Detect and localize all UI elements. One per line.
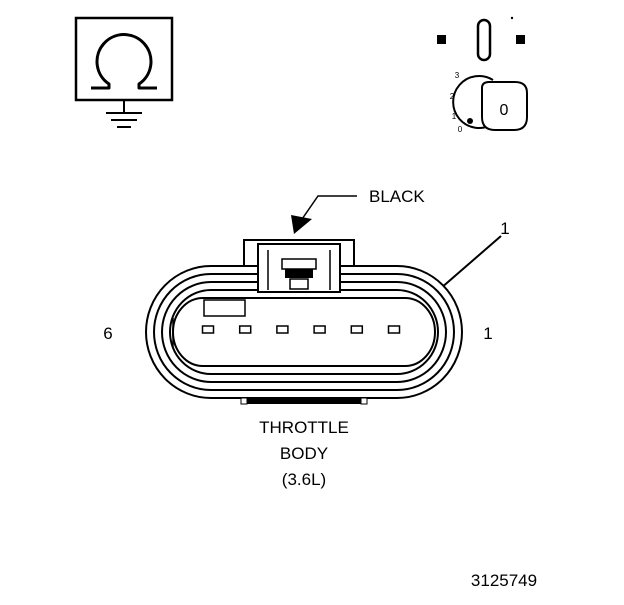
terminal-pin-3 bbox=[313, 325, 326, 334]
ohmmeter-symbol bbox=[74, 16, 174, 128]
figure-number: 3125749 bbox=[471, 571, 537, 590]
terminal-pin-5 bbox=[238, 325, 252, 334]
terminal-left bbox=[437, 35, 446, 44]
ohmmeter-frame bbox=[74, 16, 174, 102]
ignition-key-position: 0 bbox=[500, 102, 509, 119]
ignition-position-0: 0 bbox=[458, 125, 463, 134]
pin-indicator-label: 1 bbox=[500, 219, 509, 238]
ignition-position-1: 1 bbox=[452, 112, 457, 121]
color-callout-arrowhead bbox=[291, 215, 312, 234]
connector-shell-ring-3 bbox=[161, 281, 447, 383]
ignition-key-icon bbox=[481, 81, 528, 131]
terminal-pin-6 bbox=[201, 325, 215, 334]
key-slot-icon bbox=[476, 18, 492, 62]
polarizing-key bbox=[203, 299, 246, 317]
connector-end-label-right: 1 bbox=[483, 324, 492, 343]
color-callout: BLACK bbox=[291, 187, 425, 234]
ignition-position-dot bbox=[467, 118, 473, 124]
terminal-pins bbox=[201, 325, 401, 334]
ohm-icon bbox=[91, 33, 157, 90]
locking-tab-detail bbox=[257, 243, 341, 293]
connector-body bbox=[145, 239, 463, 405]
connector-shell-inner bbox=[169, 289, 439, 375]
connector-caption-line-2: BODY bbox=[280, 444, 328, 463]
terminal-pin-1 bbox=[387, 325, 401, 334]
ignition-position-3: 3 bbox=[455, 71, 460, 80]
terminal-right bbox=[516, 35, 525, 44]
connector-caption-line-1: THROTTLE bbox=[259, 418, 349, 437]
connector-end-label-left: 6 bbox=[103, 324, 112, 343]
terminal-pin-4 bbox=[276, 325, 289, 334]
connector-caption-line-3: (3.6L) bbox=[282, 470, 326, 489]
ignition-switch-symbol: 0 3 2 1 0 bbox=[437, 16, 528, 134]
connector-shell-ring-2 bbox=[153, 273, 455, 391]
ignition-position-2: 2 bbox=[450, 92, 455, 101]
bottom-latch bbox=[240, 397, 368, 405]
ground-icon bbox=[106, 112, 142, 128]
connector-color-label: BLACK bbox=[369, 187, 425, 206]
terminal-pin-2 bbox=[350, 325, 364, 334]
